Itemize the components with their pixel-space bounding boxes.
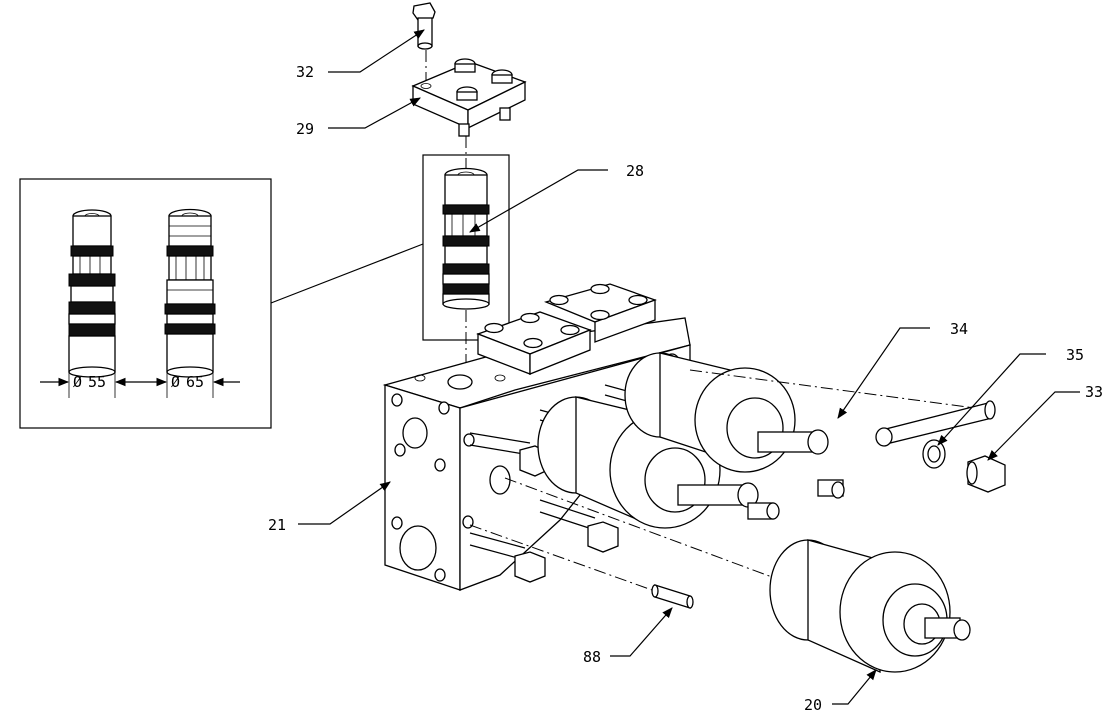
callout-29: 29 (296, 120, 314, 138)
dimension-55: Ø 55 (40, 372, 140, 398)
axis-line-20 (504, 477, 781, 581)
washer-part-35 (922, 439, 946, 469)
leader-21 (298, 481, 391, 525)
callout-28: 28 (626, 162, 644, 180)
plug-part-33 (966, 455, 1006, 493)
mounted-cover-plates (476, 283, 657, 375)
axis-line-88 (469, 524, 681, 601)
callout-33: 33 (1085, 383, 1103, 401)
detail-inset: Ø 55 Ø 65 (19, 178, 424, 429)
dowel-part-88 (651, 584, 694, 609)
leader-35 (937, 353, 1046, 446)
callout-35: 35 (1066, 346, 1084, 364)
pin-part-34 (875, 400, 996, 447)
leader-20 (832, 669, 877, 705)
callout-21: 21 (268, 516, 286, 534)
leader-28 (469, 169, 608, 233)
motor-unit-part-20 (769, 539, 971, 674)
axis-line-34 (689, 369, 991, 411)
mounted-motor-right (624, 352, 845, 499)
dimension-55-label: 55 (88, 373, 106, 391)
bolt-part-32 (412, 2, 436, 50)
callout-34: 34 (950, 320, 968, 338)
dimension-65-label: 65 (186, 373, 204, 391)
dimension-65-symbol: Ø (171, 373, 180, 391)
mounted-motor-left (537, 396, 780, 529)
callout-20: 20 (804, 696, 822, 714)
leader-32 (328, 29, 425, 73)
detail-leader-line (270, 243, 424, 304)
leader-33 (987, 391, 1080, 461)
dimension-65: Ø 65 (140, 372, 240, 398)
callout-32: 32 (296, 63, 314, 81)
leader-lines (298, 29, 1080, 705)
cartridge-65-view (164, 208, 216, 378)
leader-34 (837, 327, 930, 419)
leader-88 (610, 607, 673, 657)
cover-plate-part-29 (411, 58, 527, 137)
callout-88: 88 (583, 648, 601, 666)
cartridge-55-view (68, 209, 116, 378)
cartridge-part-28 (422, 154, 510, 341)
leader-29 (328, 97, 421, 129)
dimension-55-symbol: Ø (73, 373, 82, 391)
